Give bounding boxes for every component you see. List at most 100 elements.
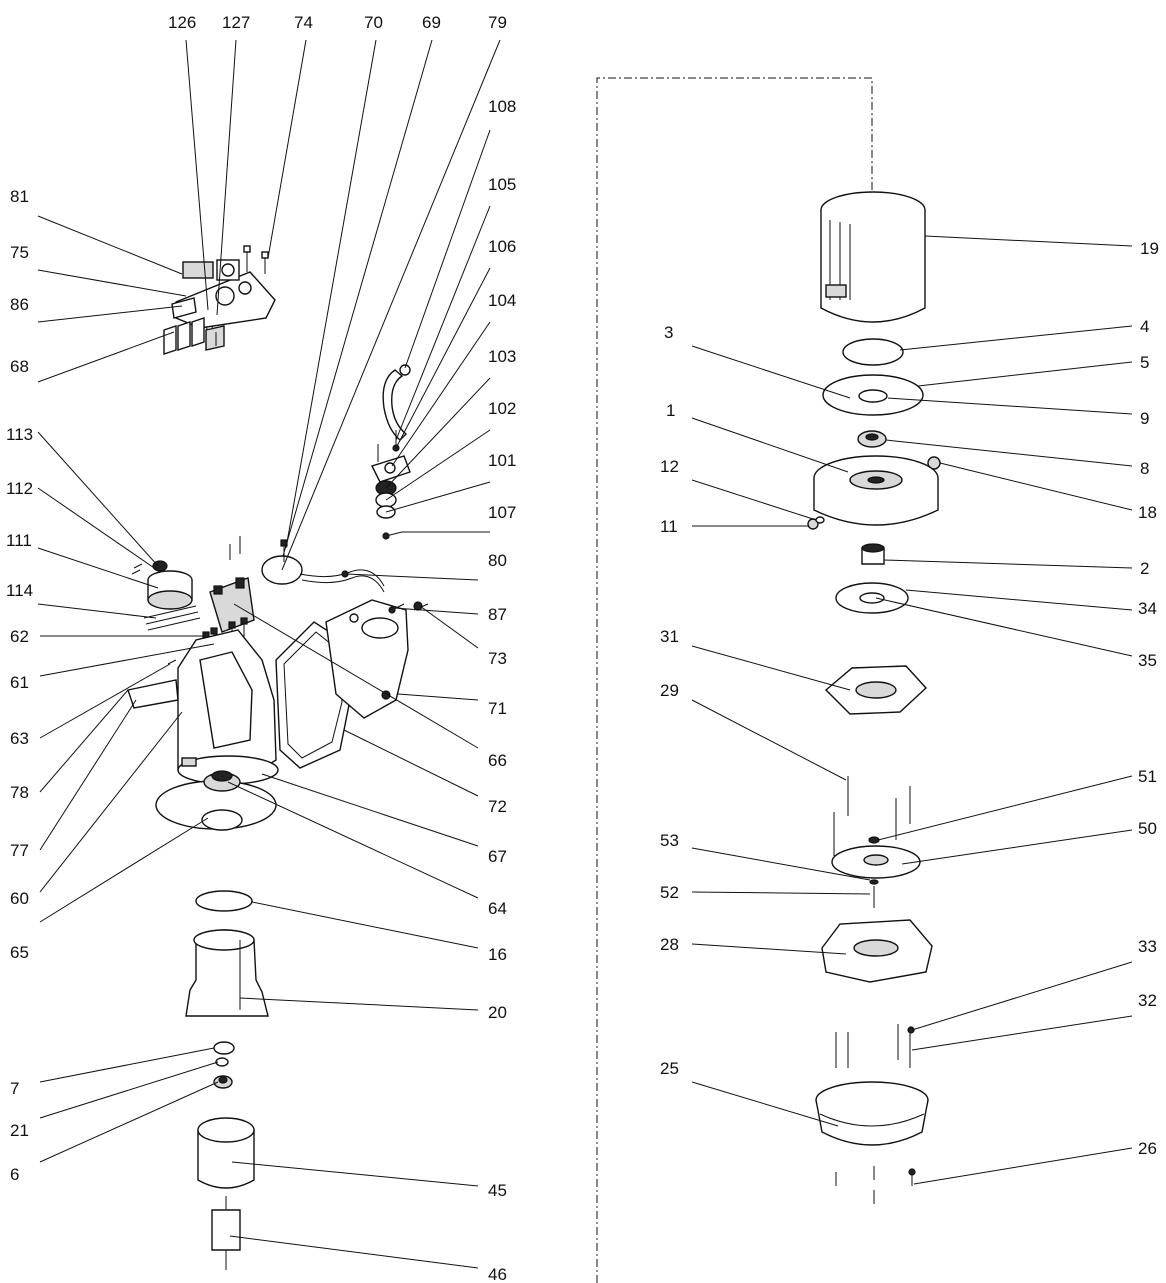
- label-66: 66: [488, 751, 507, 770]
- part-50-impeller: [831, 845, 921, 879]
- label-45: 45: [488, 1181, 507, 1200]
- label-108: 108: [488, 97, 516, 116]
- part-64-mechanical-seal: [203, 770, 241, 792]
- label-51: 51: [1138, 767, 1157, 786]
- label-29: 29: [660, 681, 679, 700]
- leader-lines: [37, 39, 1133, 1269]
- label-25: 25: [660, 1059, 679, 1078]
- label-111: 111: [6, 531, 32, 550]
- part-108-hose: [382, 364, 411, 441]
- label-63: 63: [10, 729, 29, 748]
- label-71: 71: [488, 699, 507, 718]
- label-31: 31: [660, 627, 679, 646]
- part-87-73-screws: [388, 601, 429, 614]
- part-25-strainer-basket: [815, 1081, 929, 1146]
- label-32: 32: [1138, 991, 1157, 1010]
- part-51-nut: [868, 836, 880, 844]
- part-46-rotor-shaft: [211, 1196, 241, 1270]
- label-74: 74: [294, 13, 313, 32]
- label-114: 114: [6, 581, 33, 600]
- part-31-pump-cover: [824, 665, 927, 715]
- label-4: 4: [1140, 317, 1149, 336]
- part-29-long-bolts: [833, 776, 911, 856]
- callout-labels: 126 127 74 70 69 79 108 105 106 104 103 …: [6, 13, 1159, 1283]
- part-2-shaft-nut: [861, 543, 885, 565]
- part-45-stator: [197, 1117, 255, 1189]
- label-126: 126: [168, 13, 196, 32]
- part-20-stator-housing: [185, 929, 269, 1017]
- part-74-screws: [243, 245, 269, 274]
- label-103: 103: [488, 347, 516, 366]
- part-53-52-washer-bolt: [869, 879, 879, 908]
- label-104: 104: [488, 291, 516, 310]
- label-127: 127: [222, 13, 250, 32]
- part-11-12-screw-washer: [807, 516, 825, 530]
- part-65-small-o-ring: [201, 809, 243, 831]
- part-60-motor-housing-top: [177, 629, 279, 785]
- part-80-float-switch: [261, 555, 385, 593]
- label-75: 75: [10, 243, 29, 262]
- label-60: 60: [10, 889, 29, 908]
- part-28-intake-housing: [821, 919, 933, 983]
- label-1: 1: [666, 401, 675, 420]
- label-61: 61: [10, 673, 29, 692]
- label-72: 72: [488, 797, 507, 816]
- label-9: 9: [1140, 409, 1149, 428]
- label-50: 50: [1138, 819, 1157, 838]
- label-5: 5: [1140, 353, 1149, 372]
- part-86-mounting-plate: [171, 297, 197, 319]
- part-113-cable-gland: [152, 560, 168, 572]
- part-26-screws: [835, 1166, 916, 1204]
- label-12: 12: [660, 457, 679, 476]
- label-106: 106: [488, 237, 516, 256]
- label-33: 33: [1138, 937, 1157, 956]
- part-8-bearing: [857, 430, 887, 448]
- label-78: 78: [10, 783, 29, 802]
- label-34: 34: [1138, 599, 1157, 618]
- label-2: 2: [1140, 559, 1149, 578]
- part-34-35-wear-ring: [835, 582, 909, 614]
- part-111-cable-entry: [131, 563, 193, 610]
- label-112: 112: [6, 479, 33, 498]
- part-81-top-cover-plate: [175, 259, 276, 329]
- part-7-o-ring: [213, 1041, 235, 1055]
- label-20: 20: [488, 1003, 507, 1022]
- label-77: 77: [10, 841, 29, 860]
- part-71-side-housing: [325, 599, 409, 719]
- part-21-washer: [215, 1057, 229, 1067]
- label-26: 26: [1138, 1139, 1157, 1158]
- label-102: 102: [488, 399, 516, 418]
- label-46: 46: [488, 1265, 507, 1283]
- part-114-rods: [143, 605, 201, 631]
- label-101: 101: [488, 451, 516, 470]
- label-105: 105: [488, 175, 516, 194]
- label-67: 67: [488, 847, 507, 866]
- label-52: 52: [660, 883, 679, 902]
- part-68-capacitor-blocks: [163, 317, 241, 560]
- label-7: 7: [10, 1079, 19, 1098]
- label-62: 62: [10, 627, 29, 646]
- label-107: 107: [488, 503, 516, 522]
- label-18: 18: [1138, 503, 1157, 522]
- part-5-3-9-cover-disc: [822, 374, 924, 416]
- label-69: 69: [422, 13, 441, 32]
- part-32-33-bolts-washers: [835, 1024, 915, 1068]
- label-11: 11: [660, 517, 678, 536]
- label-70: 70: [364, 13, 383, 32]
- part-4-o-ring: [842, 338, 904, 366]
- label-19: 19: [1140, 239, 1159, 258]
- part-1-pump-casing: [813, 455, 939, 526]
- label-68: 68: [10, 357, 29, 376]
- label-113: 113: [6, 425, 33, 444]
- label-3: 3: [664, 323, 673, 342]
- label-81: 81: [10, 187, 29, 206]
- part-107-pin: [382, 531, 403, 540]
- part-16-o-ring: [195, 890, 253, 912]
- label-21: 21: [10, 1121, 29, 1140]
- label-73: 73: [488, 649, 507, 668]
- label-79: 79: [488, 13, 507, 32]
- label-16: 16: [488, 945, 507, 964]
- part-6-bearing: [213, 1075, 233, 1089]
- label-8: 8: [1140, 459, 1149, 478]
